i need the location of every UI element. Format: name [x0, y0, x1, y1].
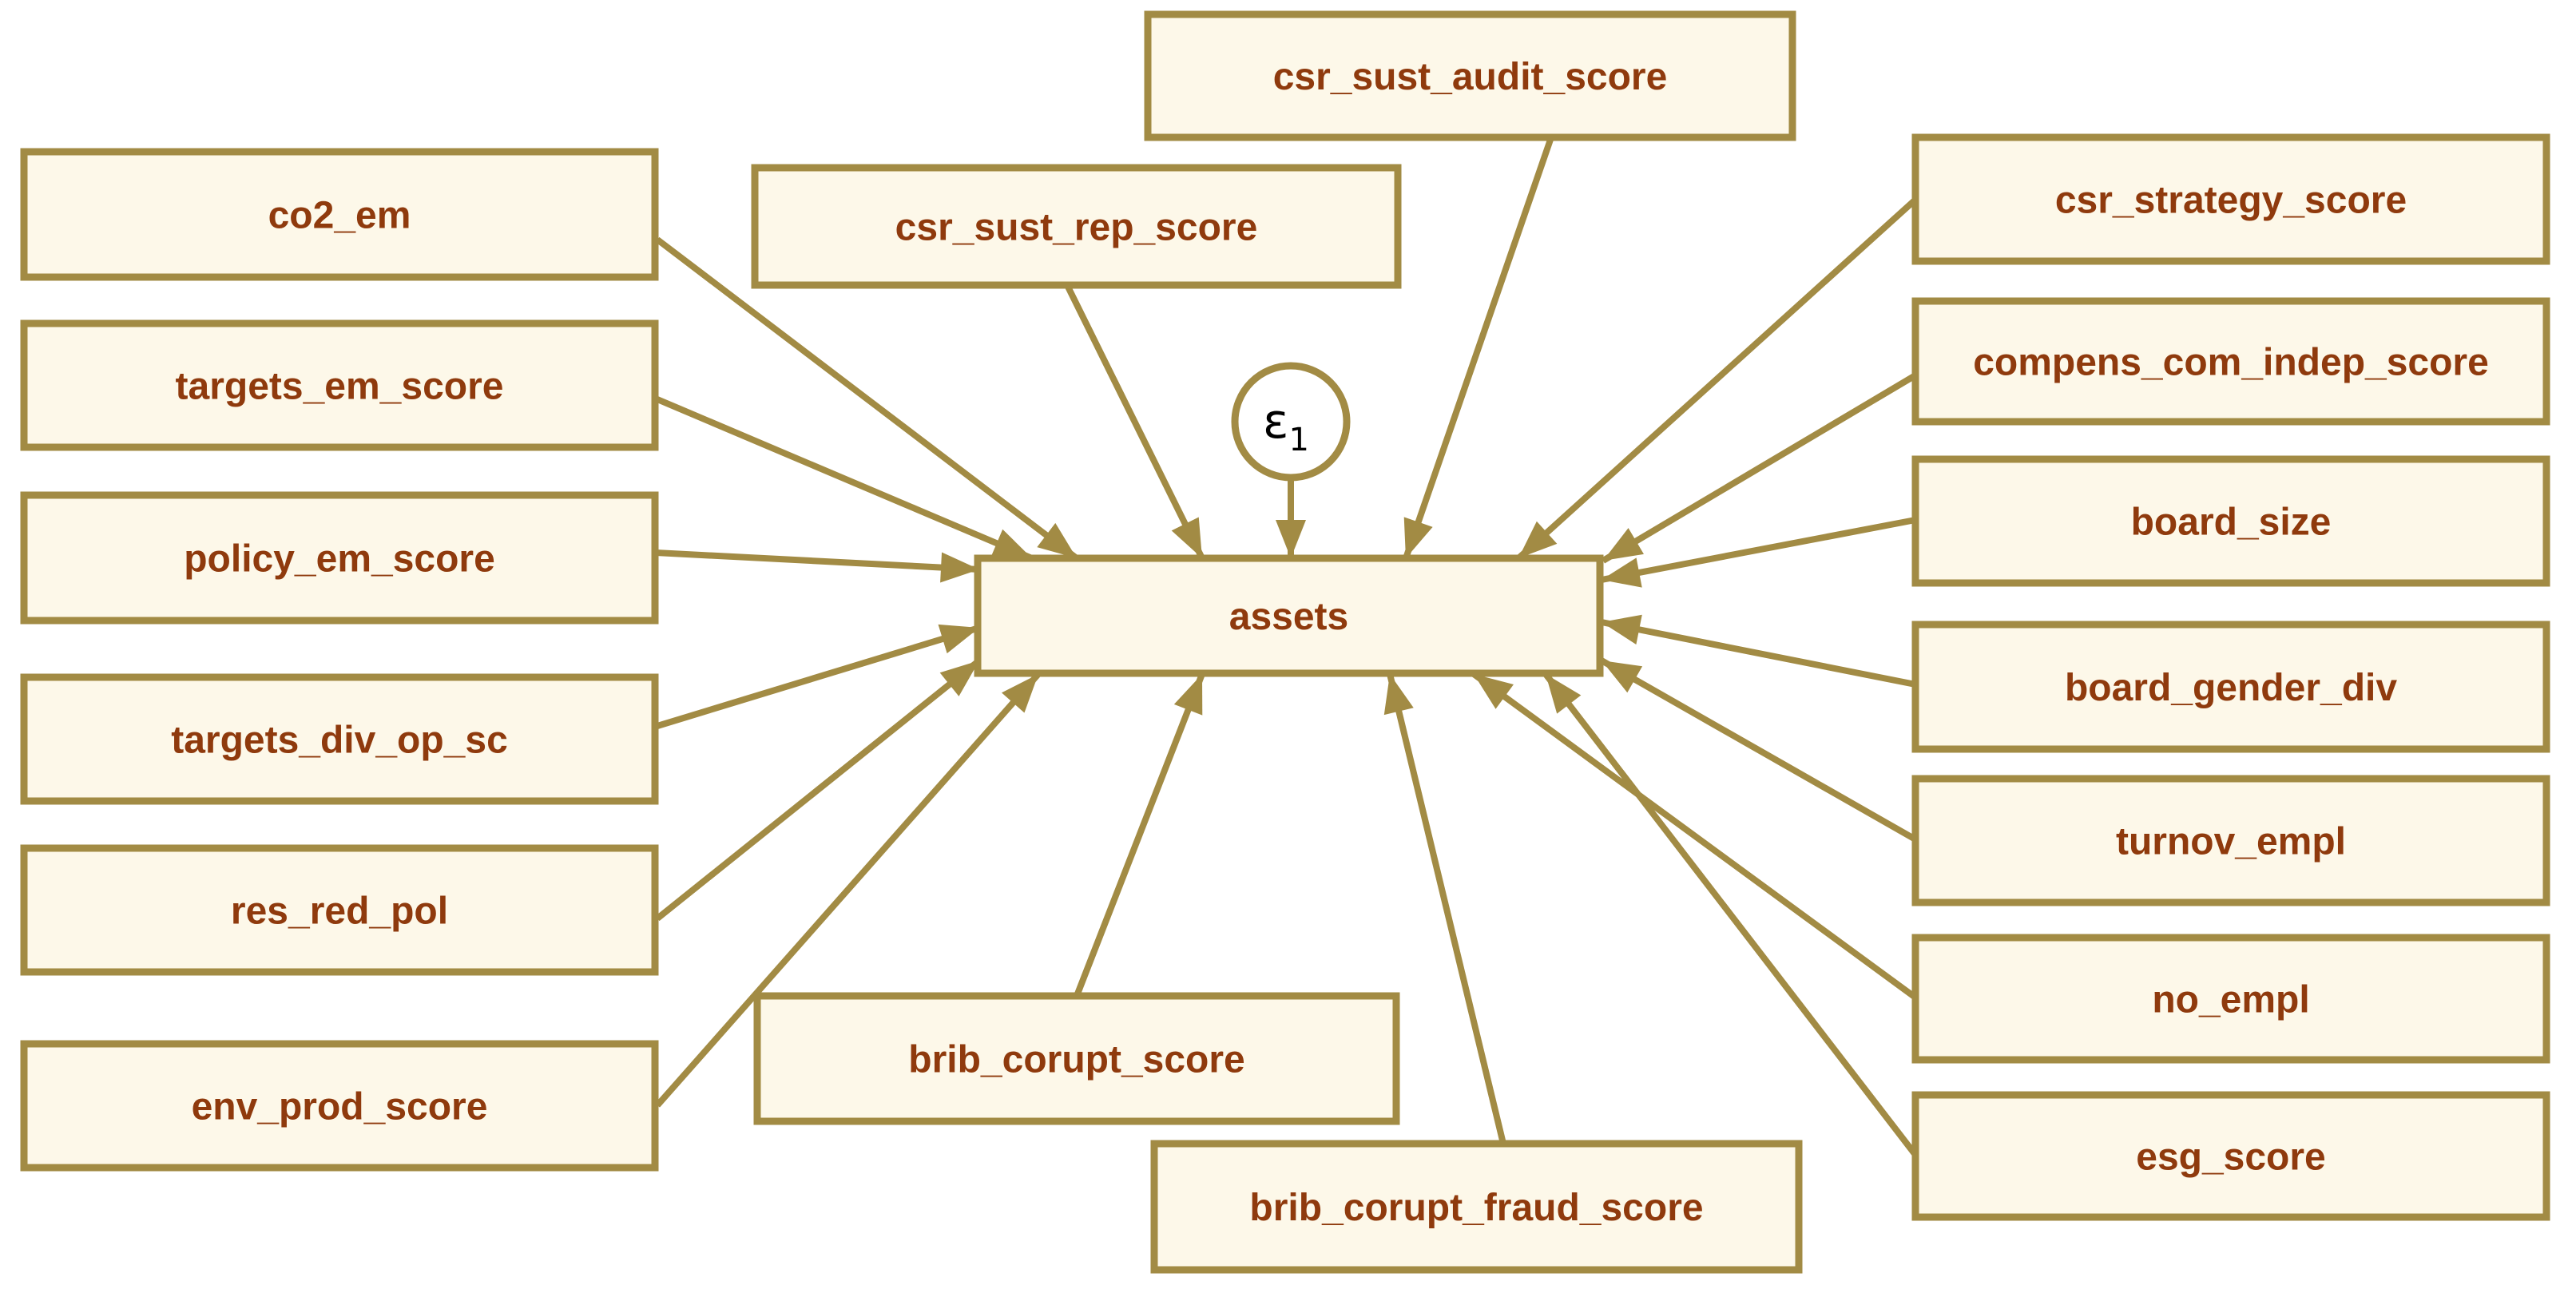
variable-node-env_prod_score[interactable]: env_prod_score — [20, 1040, 659, 1172]
node-box-env_prod_score — [20, 1040, 659, 1172]
path-arrow-policy_em_score-to-assets — [655, 549, 980, 583]
node-label-policy_em_score: policy_em_score — [184, 538, 495, 581]
path-arrow-targets_div_op_sc-to-assets — [656, 624, 981, 729]
node-label-targets_div_op_sc: targets_div_op_sc — [171, 720, 508, 762]
node-box-esg_score — [1911, 1091, 2550, 1221]
variable-node-res_red_pol[interactable]: res_red_pol — [20, 844, 659, 976]
variable-node-csr_sust_rep_score[interactable]: csr_sust_rep_score — [751, 164, 1402, 289]
node-label-board_gender_div: board_gender_div — [2065, 667, 2397, 709]
variable-node-board_size[interactable]: board_size — [1911, 455, 2550, 587]
node-box-board_size — [1911, 455, 2550, 587]
variable-node-targets_em_score[interactable]: targets_em_score — [20, 319, 659, 451]
variable-node-csr_sust_audit_score[interactable]: csr_sust_audit_score — [1144, 10, 1796, 141]
path-arrow-compens_com_indep_score-to-assets — [1601, 372, 1918, 564]
path-arrow-targets_em_score-to-assets — [656, 396, 1034, 561]
variable-node-brib_corupt_score[interactable]: brib_corupt_score — [753, 992, 1400, 1125]
path-arrow-csr_strategy_score-to-assets — [1516, 197, 1918, 561]
variable-node-turnov_empl[interactable]: turnov_empl — [1911, 775, 2550, 906]
node-box-csr_strategy_score — [1911, 133, 2550, 265]
node-box-targets_em_score — [20, 319, 659, 451]
path-arrow-co2_em-to-assets — [655, 236, 1079, 561]
path-arrow-brib_corupt_fraud_score-to-assets — [1383, 673, 1506, 1144]
node-circle-eps1 — [1231, 362, 1351, 482]
node-box-assets — [974, 554, 1604, 677]
variable-node-targets_div_op_sc[interactable]: targets_div_op_sc — [20, 673, 659, 805]
node-label-csr_sust_audit_score: csr_sust_audit_score — [1273, 56, 1668, 98]
path-arrow-esg_score-to-assets — [1542, 672, 1919, 1157]
node-label-res_red_pol: res_red_pol — [231, 890, 448, 933]
path-arrow-csr_sust_audit_score-to-assets — [1403, 136, 1554, 560]
path-arrow-board_size-to-assets — [1601, 517, 1916, 588]
variable-node-compens_com_indep_score[interactable]: compens_com_indep_score — [1911, 297, 2550, 426]
node-label-board_size: board_size — [2131, 502, 2332, 544]
node-box-co2_em — [20, 148, 659, 281]
node-label-env_prod_score: env_prod_score — [192, 1086, 488, 1128]
node-box-targets_div_op_sc — [20, 673, 659, 805]
variable-node-assets[interactable]: assets — [974, 554, 1604, 677]
node-label-assets: assets — [1229, 596, 1348, 638]
node-box-csr_sust_audit_score — [1144, 10, 1796, 141]
variable-node-policy_em_score[interactable]: policy_em_score — [20, 491, 659, 625]
node-box-no_empl — [1911, 934, 2550, 1064]
node-label-csr_sust_rep_score: csr_sust_rep_score — [895, 207, 1258, 249]
node-label-no_empl: no_empl — [2152, 979, 2309, 1021]
node-box-policy_em_score — [20, 491, 659, 625]
variable-node-esg_score[interactable]: esg_score — [1911, 1091, 2550, 1221]
node-box-csr_sust_rep_score — [751, 164, 1402, 289]
node-label-esg_score: esg_score — [2136, 1136, 2326, 1179]
node-label-brib_corupt_fraud_score: brib_corupt_fraud_score — [1249, 1187, 1703, 1229]
path-arrow-no_empl-to-assets — [1471, 671, 1918, 1001]
path-arrow-turnov_empl-to-assets — [1600, 657, 1917, 843]
node-box-brib_corupt_fraud_score — [1150, 1140, 1803, 1274]
path-arrow-brib_corupt_score-to-assets — [1074, 672, 1205, 998]
node-box-compens_com_indep_score — [1911, 297, 2550, 426]
variable-node-brib_corupt_fraud_score[interactable]: brib_corupt_fraud_score — [1150, 1140, 1803, 1274]
node-label-brib_corupt_score: brib_corupt_score — [908, 1039, 1244, 1081]
node-box-brib_corupt_score — [753, 992, 1400, 1125]
node-box-turnov_empl — [1911, 775, 2550, 906]
node-label-co2_em: co2_em — [268, 195, 411, 237]
variable-node-csr_strategy_score[interactable]: csr_strategy_score — [1911, 133, 2550, 265]
node-label-targets_em_score: targets_em_score — [176, 366, 504, 408]
path-arrow-res_red_pol-to-assets — [655, 657, 982, 922]
error-node-eps1[interactable]: ε1 — [1231, 362, 1351, 482]
path-arrow-env_prod_score-to-assets — [655, 672, 1041, 1108]
node-label-compens_com_indep_score: compens_com_indep_score — [1973, 342, 2489, 384]
path-arrow-csr_sust_rep_score-to-assets — [1064, 284, 1205, 560]
node-label-turnov_empl: turnov_empl — [2116, 821, 2346, 863]
node-box-res_red_pol — [20, 844, 659, 976]
path-arrow-board_gender_div-to-assets — [1601, 614, 1916, 688]
variable-node-co2_em[interactable]: co2_em — [20, 148, 659, 281]
node-box-board_gender_div — [1911, 621, 2550, 753]
variable-node-no_empl[interactable]: no_empl — [1911, 934, 2550, 1064]
node-label-csr_strategy_score: csr_strategy_score — [2055, 180, 2407, 222]
variable-node-board_gender_div[interactable]: board_gender_div — [1911, 621, 2550, 753]
